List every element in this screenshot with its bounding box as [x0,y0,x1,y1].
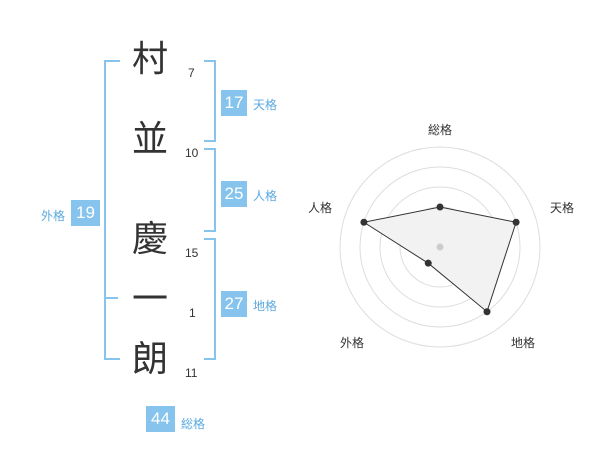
stroke-count-5: 11 [185,366,198,380]
jinkaku-label: 人格 [253,189,278,203]
tenkaku-bracket [204,60,216,142]
radar-point-4 [424,259,432,267]
radar-chart: 総格 天格 地格 外格 人格 [308,122,574,350]
tenkaku-value: 17 [221,90,247,116]
radar-axis-label-gaikaku: 外格 [340,335,364,350]
stroke-count-3: 15 [185,246,199,260]
jinkaku-bracket [204,148,216,232]
gaikaku-bracket [104,60,120,360]
soukaku-label: 総格 [181,417,206,431]
jinkaku-value: 25 [221,181,247,207]
gaikaku-value: 19 [71,200,100,226]
radar-ring-4 [359,166,521,328]
name-char-5: 朗 [131,339,168,380]
gaikaku-label: 外格 [41,209,66,223]
radar-center-dot [436,243,444,251]
radar-axis-label-soukaku: 総格 [428,122,452,137]
name-char-2: 並 [131,119,168,160]
stroke-count-1: 7 [188,66,195,80]
stroke-count-4: 1 [189,306,196,320]
radar-axis-label-tenkaku: 天格 [550,200,574,215]
chikaku-value: 27 [221,291,247,317]
soukaku-value: 44 [146,406,175,432]
chikaku-label: 地格 [253,299,278,313]
radar-axis-label-chikaku: 地格 [511,335,535,350]
radar-data-points [360,203,520,316]
name-char-1: 村 [131,39,168,80]
chikaku-bracket [204,238,216,360]
radar-point-2 [512,218,520,226]
radar-axis-label-jinkaku: 人格 [308,200,332,215]
name-char-4: 一 [131,279,168,320]
surname-divider-tick [106,297,118,299]
radar-point-5 [360,218,368,226]
radar-point-3 [483,308,491,316]
radar-ring-5 [339,146,541,348]
stroke-count-2: 10 [185,146,199,160]
tenkaku-label: 天格 [253,98,278,112]
radar-score-polygon [362,206,517,313]
name-char-3: 慶 [131,219,168,260]
radar-point-1 [436,203,444,211]
